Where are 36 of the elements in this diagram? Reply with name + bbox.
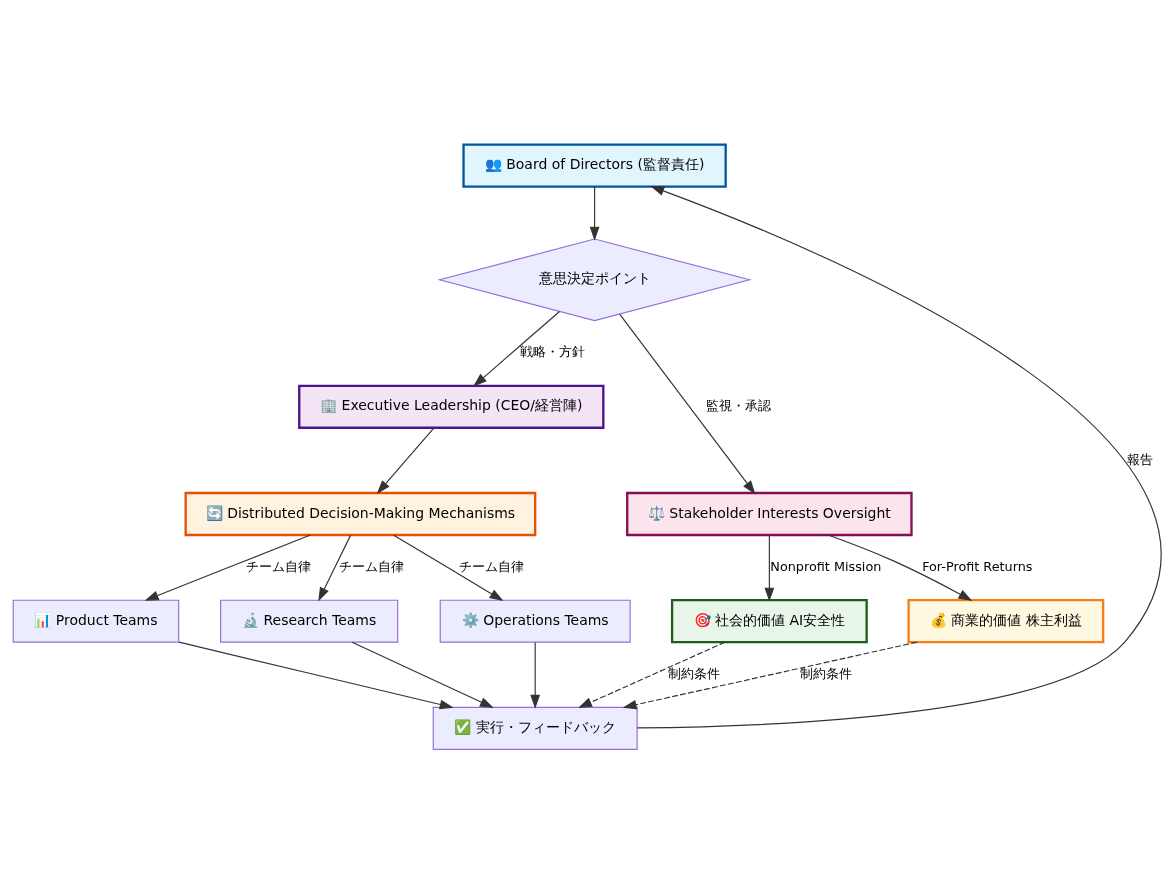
arrow — [636, 186, 1162, 729]
edge-label: 監視・承認 — [705, 398, 771, 414]
edge-label: Nonprofit Mission — [770, 558, 882, 574]
node-box: 📊 Product Teams — [12, 599, 180, 643]
arrow — [144, 534, 311, 601]
arrow — [393, 534, 504, 602]
arrow — [827, 534, 973, 601]
edge-label: 制約条件 — [800, 666, 853, 682]
node-box: 🔄 Distributed Decision-Making Mechanisms — [184, 491, 537, 537]
node-box: ✅ 実行・フィードバック — [432, 706, 638, 750]
arrow — [530, 641, 541, 709]
arrow — [578, 641, 726, 709]
node-box: ⚖ Stakeholder Interests Oversight — [626, 491, 913, 537]
arrow — [619, 313, 756, 495]
node-box: 🎯 社会的価値 AI安全性 — [670, 599, 868, 644]
arrow — [473, 310, 561, 387]
arrow — [622, 641, 918, 710]
edge-label: 戦略・方針 — [519, 344, 585, 360]
node-box: ⚙ Operations Teams — [439, 599, 631, 643]
node-box: 🏢 Executive Leadership (CEO/経営陣) — [298, 384, 605, 429]
arrow — [764, 534, 775, 602]
arrow — [589, 186, 600, 241]
node-box: 🔬 Research Teams — [220, 599, 399, 643]
arrow — [376, 427, 435, 494]
arrow — [318, 534, 352, 602]
arrow — [178, 641, 454, 710]
edge-label: 報告 — [1127, 451, 1154, 467]
edge-label: 制約条件 — [667, 666, 720, 682]
node-box: 👥 Board of Directors (監督責任) — [462, 143, 727, 188]
edge-label: For-Profit Returns — [922, 558, 1033, 574]
edge-label: チーム自律 — [458, 558, 524, 574]
arrow — [351, 641, 494, 709]
edge-label: チーム自律 — [338, 558, 404, 574]
node-box: 💰 商業的価値 株主利益 — [907, 599, 1105, 644]
node-diamond: 意思決定ポイント — [437, 238, 752, 322]
edge-label: チーム自律 — [245, 558, 311, 574]
